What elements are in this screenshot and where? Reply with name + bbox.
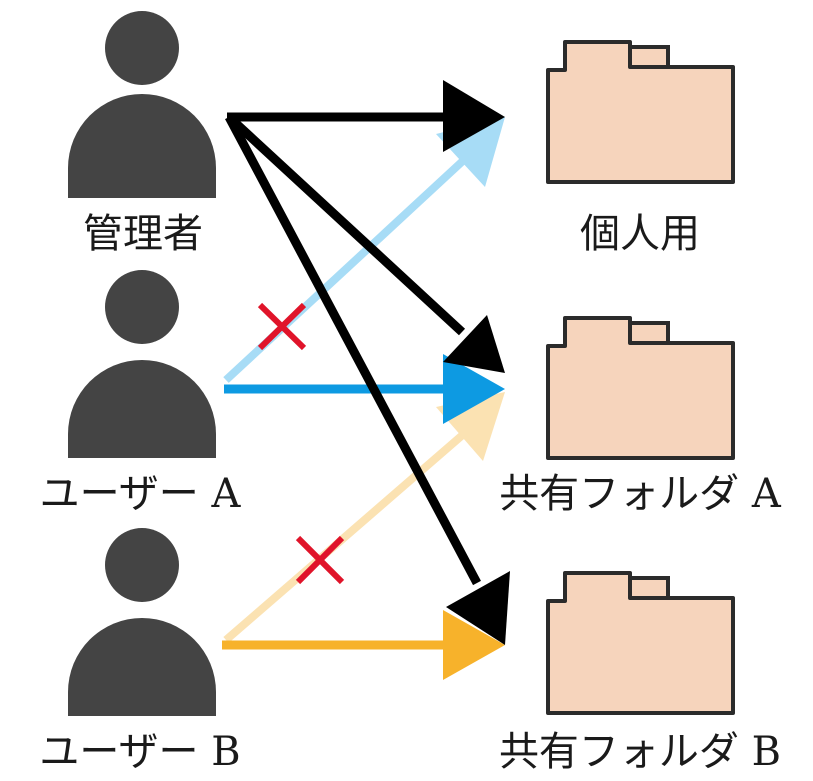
user-label-b: ユーザー B	[39, 729, 241, 775]
user-label-admin: 管理者	[83, 211, 203, 257]
person-icon	[68, 270, 216, 458]
folder-shared-a	[546, 316, 735, 460]
user-label-a: ユーザー A	[39, 471, 241, 517]
arrow-admin-to-shared-b	[225, 114, 510, 645]
folder-label-shared-a: 共有フォルダ A	[499, 471, 781, 517]
deny-x-icon	[295, 535, 345, 585]
user-admin	[68, 11, 216, 198]
folder-label-shared-b: 共有フォルダ B	[498, 729, 782, 775]
arrow-admin-to-shared-a	[225, 113, 505, 373]
arrow-user-a-to-shared-a	[224, 354, 505, 424]
folder-icon	[546, 571, 735, 715]
folder-personal	[546, 40, 735, 184]
arrow-admin-to-personal	[227, 80, 505, 152]
deny-x-icon	[257, 302, 307, 351]
folder-icon	[546, 316, 735, 460]
folder-shared-b	[546, 571, 735, 715]
person-icon	[68, 11, 216, 198]
person-icon	[68, 528, 216, 716]
arrow-user-b-to-shared-b	[222, 610, 505, 680]
folder-icon	[546, 40, 735, 184]
folder-label-personal: 個人用	[580, 211, 700, 257]
user-b	[68, 528, 216, 716]
user-a	[68, 270, 216, 458]
